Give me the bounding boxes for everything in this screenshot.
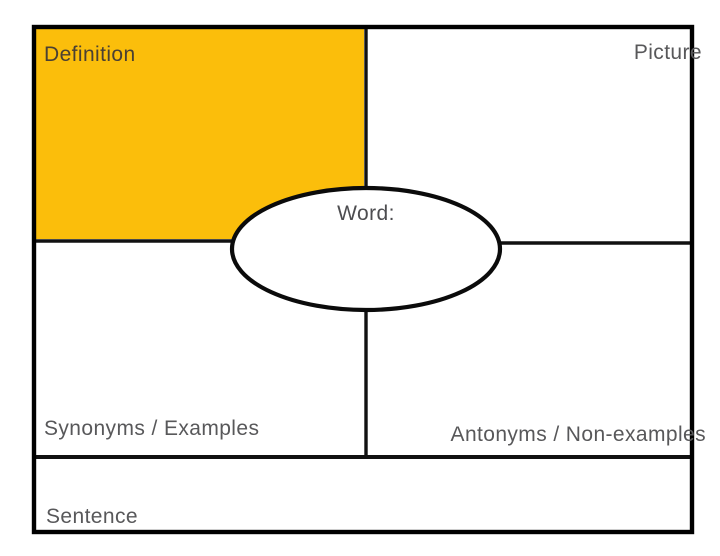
antonyms-label: Antonyms / Non-examples bbox=[450, 423, 706, 446]
synonyms-label: Synonyms / Examples bbox=[44, 417, 260, 440]
sentence-label: Sentence bbox=[46, 505, 138, 528]
sentence-cell-fill[interactable] bbox=[34, 459, 692, 532]
definition-label: Definition bbox=[44, 43, 136, 66]
word-ellipse[interactable] bbox=[229, 185, 503, 313]
word-label: Word: bbox=[337, 202, 395, 225]
picture-label: Picture bbox=[633, 41, 702, 64]
organizer-outer-frame bbox=[31, 24, 695, 535]
